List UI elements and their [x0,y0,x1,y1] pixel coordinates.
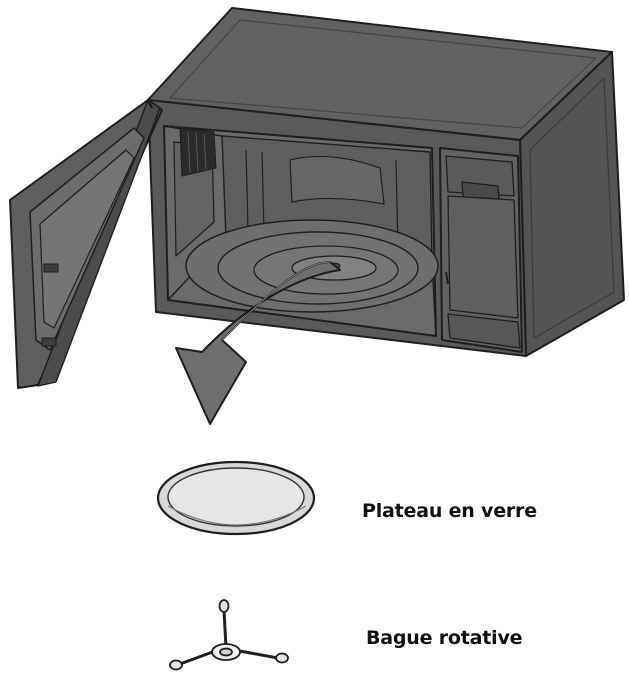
glass-plate-label: Plateau en verre [362,500,537,522]
rotating-ring-icon [170,600,288,670]
microwave-icon [10,8,624,388]
glass-plate-icon [158,462,314,534]
rotating-ring-label: Bague rotative [366,627,522,649]
